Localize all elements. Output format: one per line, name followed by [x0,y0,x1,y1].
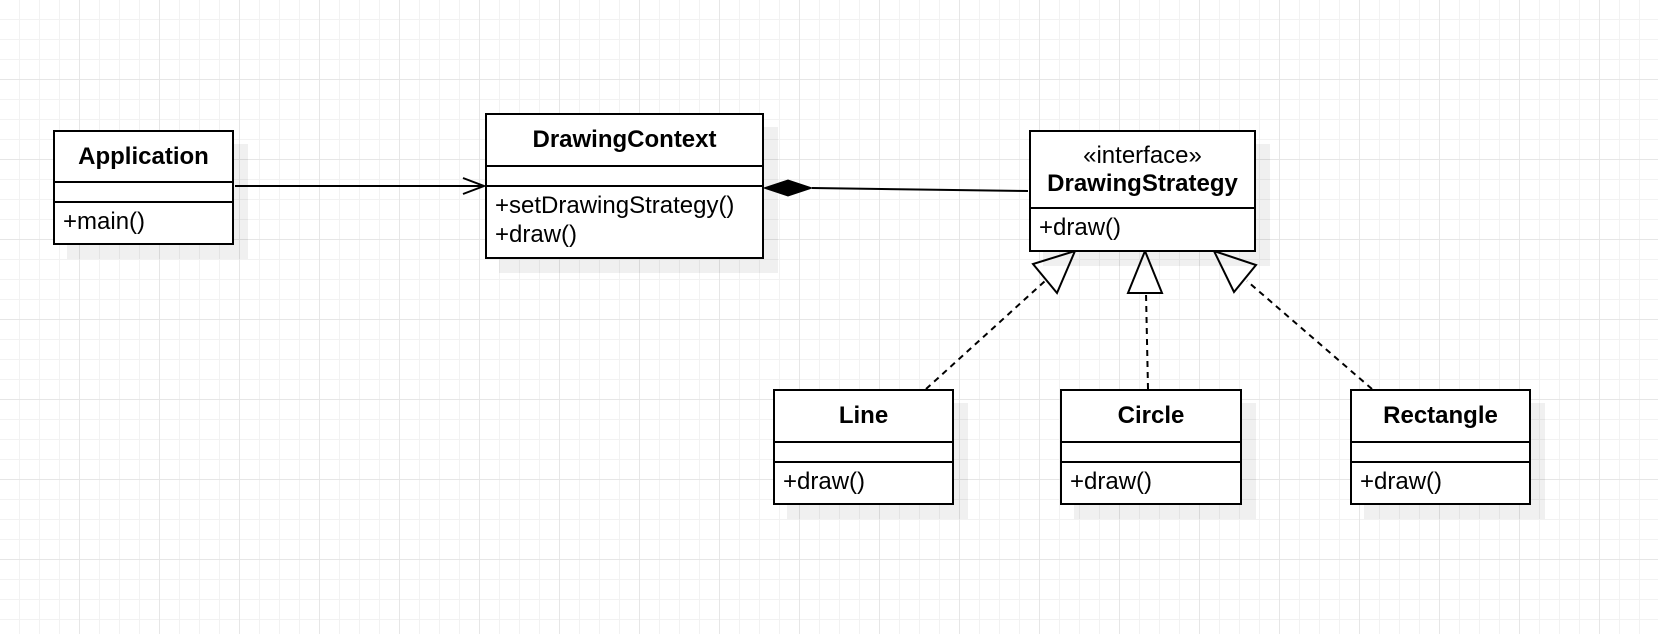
realization-triangle-circle [1126,248,1164,294]
attributes-compartment [1062,443,1240,463]
operations-compartment: +main() [55,203,232,236]
open-arrowhead [462,177,487,195]
operation: +main() [63,208,146,235]
realization-line-line[interactable] [925,280,1046,390]
attributes-compartment [775,443,952,463]
composition-diamond [762,179,814,197]
stereotype-label: «interface» [1083,141,1202,169]
operation: +setDrawingStrategy() [495,192,735,219]
class-header: DrawingContext [487,115,762,167]
class-header: Rectangle [1352,391,1529,443]
interface-drawingstrategy[interactable]: «interface» DrawingStrategy +draw() [1029,130,1256,252]
attributes-compartment [487,167,762,187]
class-name: Line [838,402,889,429]
class-name: DrawingContext [532,126,717,153]
realization-line-circle[interactable] [1145,292,1149,390]
class-header: Line [775,391,952,443]
class-header: «interface» DrawingStrategy [1031,132,1254,209]
class-rectangle[interactable]: Rectangle +draw() [1350,389,1531,505]
composition-line-drawingcontext-drawingstrategy[interactable] [811,187,1029,192]
operation: +draw() [1360,468,1443,495]
realization-line-rectangle[interactable] [1246,280,1373,390]
operation: +draw() [1039,214,1122,241]
class-circle[interactable]: Circle +draw() [1060,389,1242,505]
class-drawingcontext[interactable]: DrawingContext +setDrawingStrategy() +dr… [485,113,764,259]
operation: +draw() [1070,468,1153,495]
attributes-compartment [55,183,232,203]
class-header: Application [55,132,232,183]
class-name: DrawingStrategy [1047,169,1238,197]
operations-compartment: +setDrawingStrategy() +draw() [487,187,762,249]
class-line[interactable]: Line +draw() [773,389,954,505]
class-name: Circle [1117,402,1185,429]
realization-triangle-line [1031,249,1077,295]
operations-compartment: +draw() [1352,463,1529,496]
operations-compartment: +draw() [775,463,952,496]
operation: +draw() [783,468,866,495]
operations-compartment: +draw() [1062,463,1240,496]
class-name: Rectangle [1383,402,1498,429]
operation: +draw() [495,221,578,248]
realization-triangle-rectangle [1212,249,1258,294]
class-header: Circle [1062,391,1240,443]
attributes-compartment [1352,443,1529,463]
operations-compartment: +draw() [1031,209,1254,242]
class-name: Application [78,142,209,170]
class-application[interactable]: Application +main() [53,130,234,245]
